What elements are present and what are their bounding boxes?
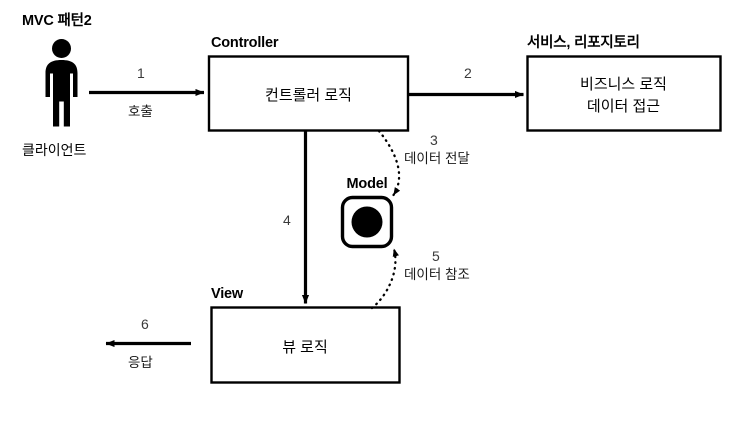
service-repository-body-line-2: 데이터 접근	[586, 97, 661, 115]
edge-3-number: 3	[430, 132, 438, 148]
model-object-icon	[340, 195, 394, 249]
edge-5-label: 데이터 참조	[404, 267, 470, 282]
service-repository-box	[526, 55, 722, 132]
edge-1-label: 호출	[128, 104, 153, 119]
edge-3-label: 데이터 전달	[404, 151, 470, 166]
edge-2-number: 2	[464, 65, 472, 81]
controller-body-line-1: 컨트롤러 로직	[265, 87, 352, 104]
edge-5-number: 5	[432, 248, 440, 264]
edge-3-arrow	[377, 129, 401, 197]
edge-1-number: 1	[137, 65, 145, 81]
person-icon	[45, 39, 78, 127]
view-body-line-1: 뷰 로직	[282, 339, 328, 356]
edge-6-number: 6	[141, 316, 149, 332]
controller-body: 컨트롤러 로직	[209, 85, 408, 107]
view-title: View	[211, 286, 243, 302]
model-title: Model	[346, 176, 388, 192]
actor-label: 클라이언트	[22, 142, 87, 158]
service-repository-body-line-1: 비즈니스 로직	[580, 76, 667, 93]
view-body: 뷰 로직	[211, 337, 399, 359]
controller-box	[207, 55, 410, 132]
edge-4-number: 4	[283, 212, 291, 228]
service-repository-body: 비즈니스 로직 데이터 접근	[527, 74, 720, 118]
edge-6-label: 응답	[128, 355, 153, 370]
view-box	[210, 306, 401, 384]
controller-title: Controller	[211, 35, 279, 51]
edge-5-arrow	[370, 247, 399, 310]
page-title: MVC 패턴2	[22, 13, 92, 29]
service-repository-title: 서비스, 리포지토리	[527, 35, 640, 51]
